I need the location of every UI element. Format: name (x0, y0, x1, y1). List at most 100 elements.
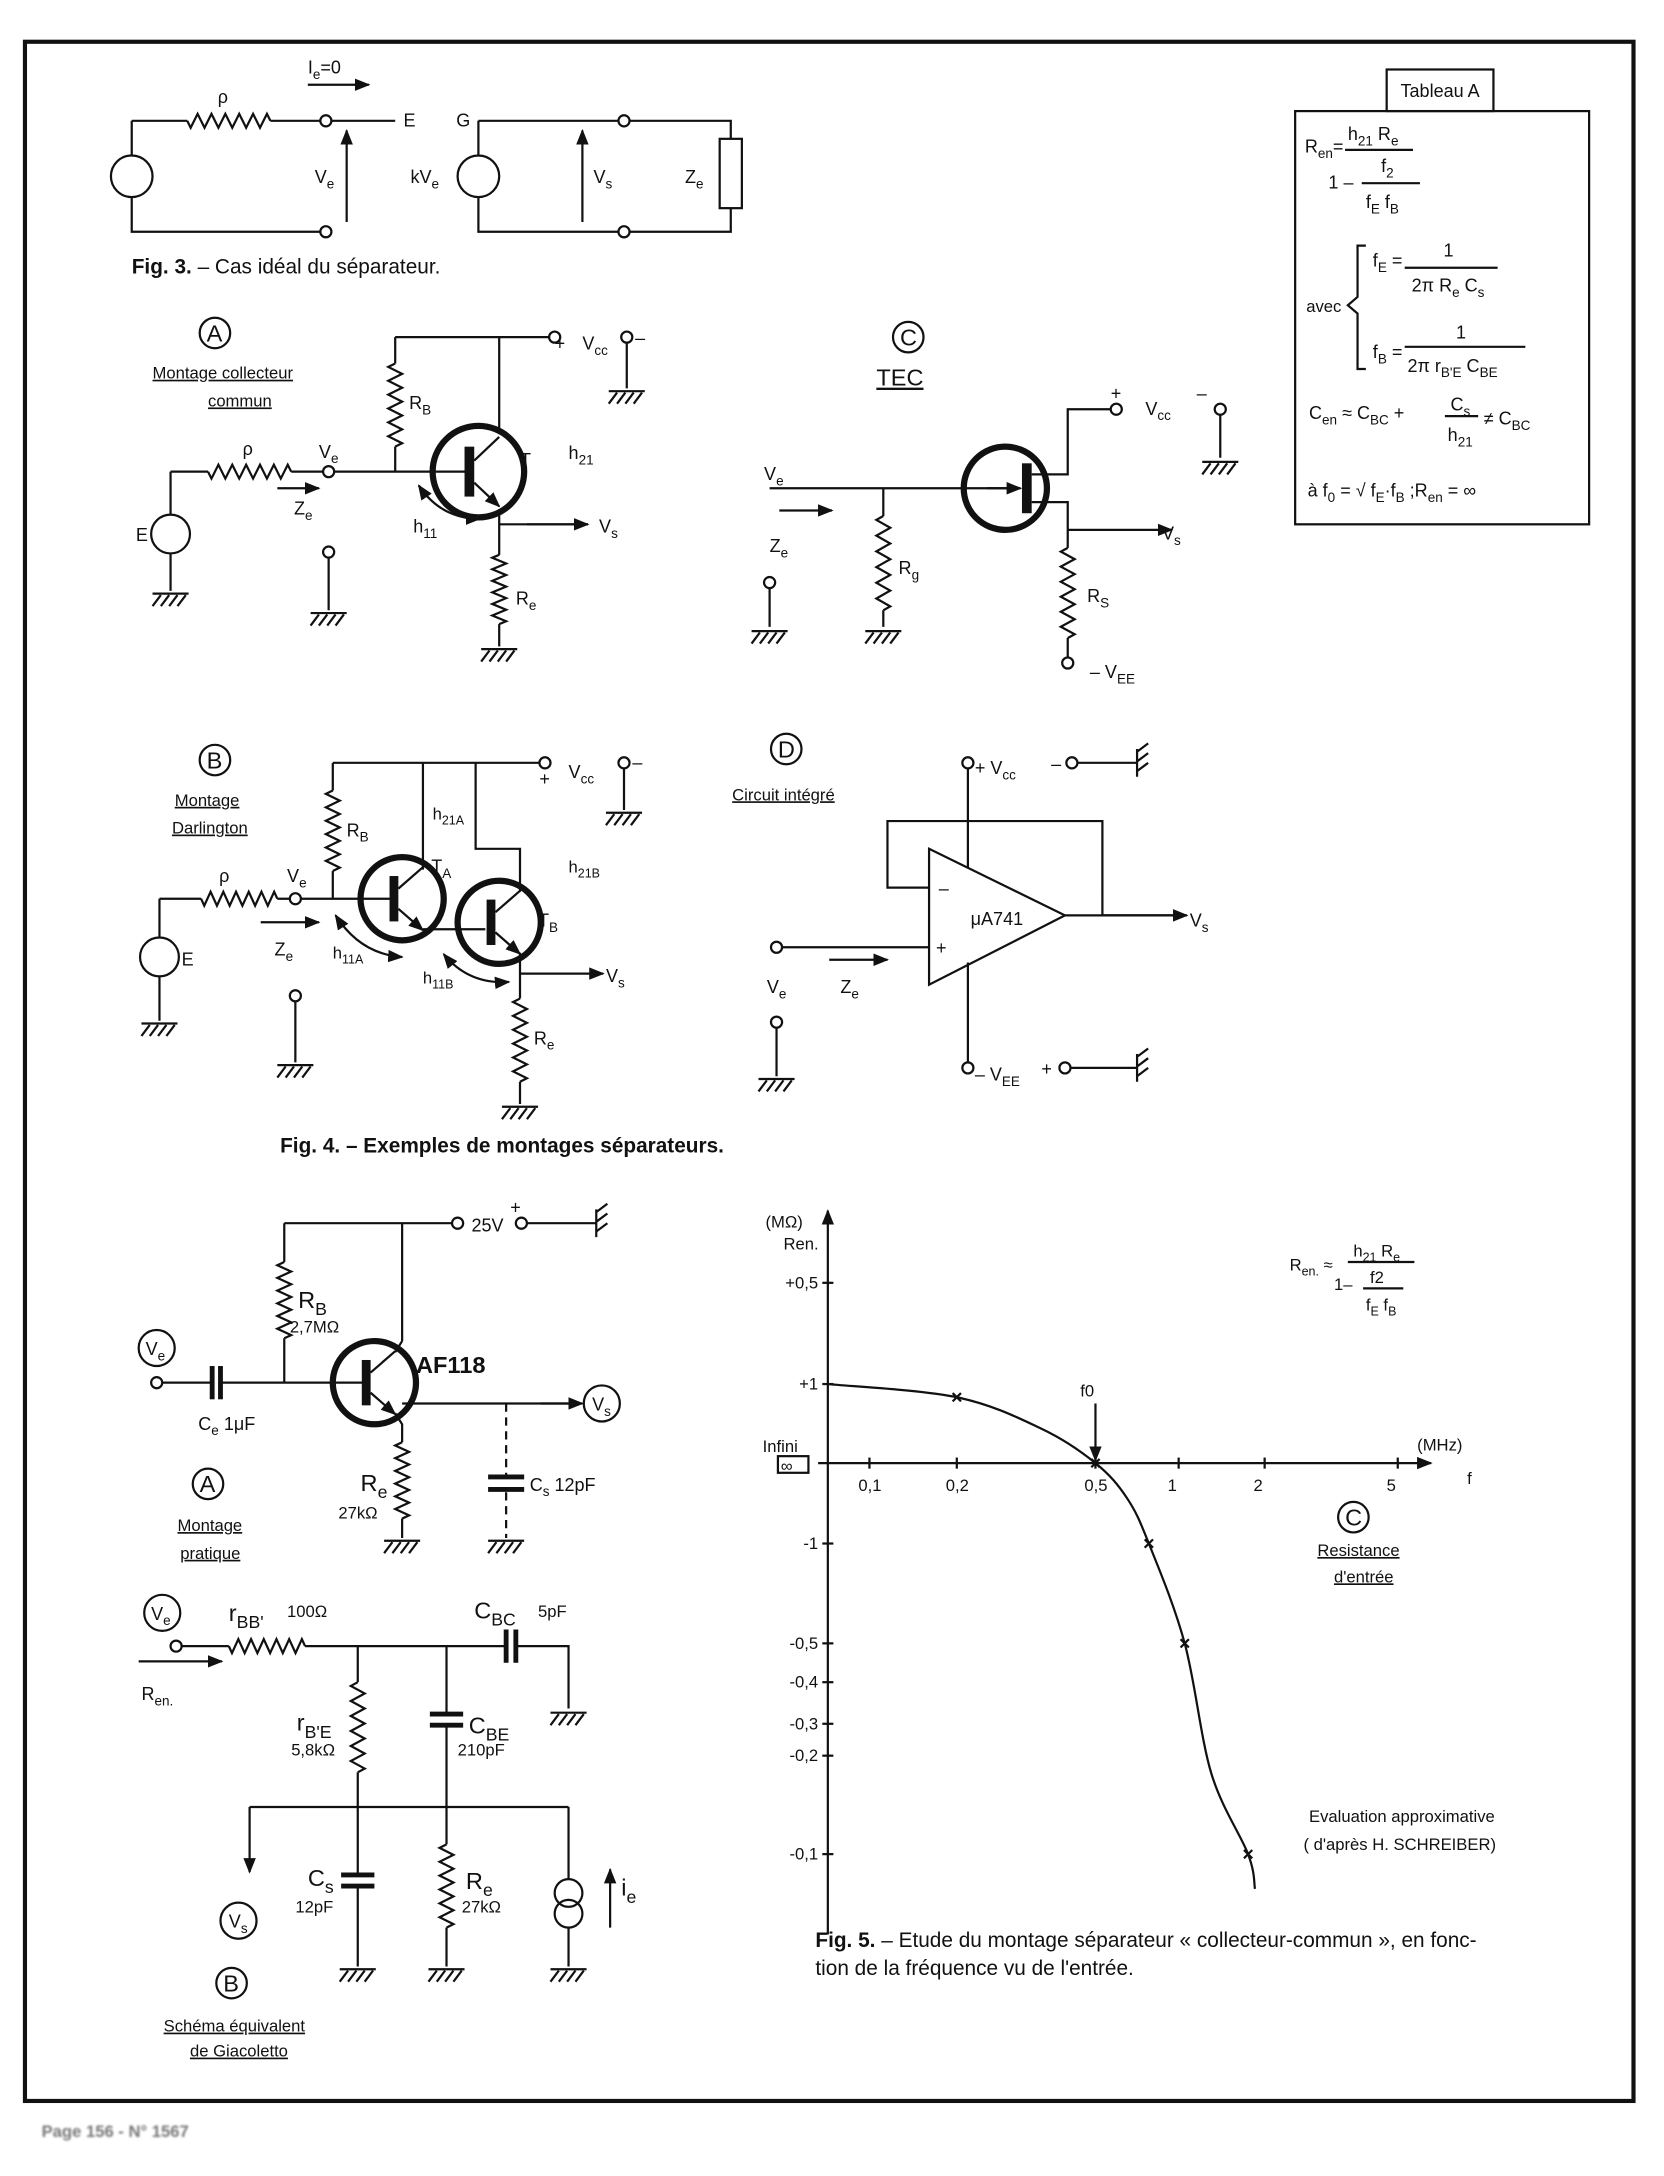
x-unit: (MHz) (1417, 1436, 1462, 1455)
label-rho: ρ (218, 87, 228, 107)
circled-letter (769, 732, 803, 766)
ground-icon (1201, 460, 1239, 476)
label-rb-value: 2,7MΩ (290, 1318, 339, 1337)
resistor-re (510, 997, 530, 1083)
jfet-channel (1021, 463, 1032, 514)
terminal (1065, 756, 1079, 770)
label-cs: Cs​ 12pF (530, 1475, 596, 1499)
title: Circuit intégré (732, 785, 835, 804)
label-vs: Vs​ (599, 517, 618, 541)
terminal-vcc-minus (620, 330, 634, 344)
label-vcc: + Vcc​ (975, 758, 1016, 782)
ground-icon (276, 1064, 314, 1079)
x-label: f (1467, 1469, 1472, 1488)
y-ticks: +0,5+1-1-0,5-0,4-0,3-0,2-0,1 (785, 1273, 834, 1864)
ground-hatch-icon (595, 1202, 609, 1238)
h11b-arc-icon (442, 952, 511, 990)
brace-icon (1346, 244, 1366, 371)
terminal (319, 225, 333, 239)
terminal-vcc-minus (1213, 402, 1227, 416)
terminal-vcc (961, 756, 975, 770)
label-cbe: CBE​ (469, 1712, 510, 1744)
source-E-icon (150, 513, 192, 555)
terminal (769, 1015, 784, 1029)
circled-letter-text: B (207, 747, 223, 773)
resistor-re (392, 1441, 412, 1520)
label-h11b: h11B​ (423, 968, 454, 991)
resistor-rbe (348, 1681, 368, 1774)
title-line1: Schéma équivalent (164, 2017, 306, 2036)
label-ve: Ve​ (764, 464, 784, 488)
page-border (22, 39, 1636, 2104)
label-re: Re​ (361, 1470, 388, 1502)
f2: f2​ (1381, 156, 1394, 180)
label-re: Re​ (534, 1028, 555, 1052)
label-plus: + (1111, 384, 1122, 404)
y-tick-label: -1 (803, 1534, 818, 1553)
label-vs: Vs​ (1162, 524, 1181, 548)
fig5b-giacoletto-equivalent: Ve​ Vs​ rBB'​ 100Ω CBC​ 5pF Ren.​ rB'E​ … (138, 1593, 636, 2061)
opamp-icon (927, 847, 1068, 987)
ground-icon (605, 811, 643, 826)
title-line2: de Giacoletto (190, 2042, 288, 2061)
ren-num: h21​ Re​ (1348, 124, 1399, 148)
label-vcc: Vcc​ (1145, 399, 1171, 423)
data-point-marker (1243, 1849, 1254, 1860)
ve-circle-icon (137, 1328, 176, 1368)
label-rho: ρ (243, 439, 253, 459)
y-label: Ren. (783, 1235, 818, 1254)
source-E-icon (138, 936, 180, 978)
terminal (150, 1376, 164, 1390)
transistor-TB-icon (454, 877, 544, 968)
label-E: E (136, 525, 148, 545)
label-cbc-value: 5pF (538, 1602, 567, 1621)
label-rbb: rBB'​ (229, 1600, 264, 1632)
label-vcc-minus: – (1051, 754, 1062, 774)
label-ve: Ve​ (151, 1604, 171, 1628)
label-E: E (404, 110, 416, 130)
label-vs: Vs​ (229, 1912, 248, 1936)
circled-letter (1337, 1500, 1370, 1534)
label-ta: TA​ (431, 856, 451, 880)
ground-icon (607, 390, 645, 405)
circled-letter-text: A (207, 320, 223, 346)
fig4a-common-collector: A Montage collecteur commun RB​ T h21​ ρ… (136, 316, 646, 663)
current-source-icon (553, 1898, 584, 1929)
label-re-value: 27kΩ (462, 1897, 501, 1916)
formula-f2: f2 (1370, 1268, 1384, 1287)
current-source-icon (553, 1877, 584, 1908)
circled-letter-text: C (1345, 1504, 1362, 1530)
x-tick-label: 2 (1254, 1476, 1263, 1495)
terminal-plus (514, 1216, 529, 1230)
label-plus: + (539, 769, 550, 789)
wires (181, 1645, 570, 1967)
fe-lhs: fE​ = (1373, 250, 1403, 274)
terminal (617, 114, 631, 128)
label-h21a: h21A​ (433, 805, 465, 828)
resistor-rb (323, 789, 343, 872)
label-rg: Rg​ (899, 558, 920, 582)
label-inv: – (939, 879, 950, 899)
fig4d-integrated-circuit: D Circuit intégré μA741 – + Ve​ Ze​ Vs​ … (732, 732, 1209, 1093)
formula-lhs: Ren.​ ≈ (1290, 1255, 1333, 1278)
label-T: T (520, 450, 531, 470)
label-ie: ie​ (621, 1875, 636, 1907)
series-curve (827, 1382, 1257, 1890)
circled-letter-text: C (900, 324, 917, 350)
page-footer: Page 156 - N° 1567 (42, 2122, 189, 2141)
label-kve: kVe​ (410, 167, 439, 191)
label-cbc: CBC​ (474, 1597, 516, 1629)
note-line2: ( d'après H. SCHREIBER) (1303, 1835, 1496, 1854)
label-plus: + (510, 1197, 521, 1217)
terminal-vcc-plus (538, 756, 552, 770)
fig5-caption-line2: tion de la fréquence vu de l'entrée. (815, 1957, 1133, 1980)
ground-icon (480, 648, 518, 663)
wires (768, 408, 1222, 658)
title-line1: Montage collecteur (153, 364, 294, 383)
vs-circle-icon (219, 1901, 258, 1940)
title-line1: Montage (177, 1516, 242, 1535)
y-tick-label: +1 (799, 1375, 818, 1394)
fig3-caption: Fig. 3. – Cas idéal du séparateur. (132, 255, 441, 278)
terminal (288, 892, 303, 906)
